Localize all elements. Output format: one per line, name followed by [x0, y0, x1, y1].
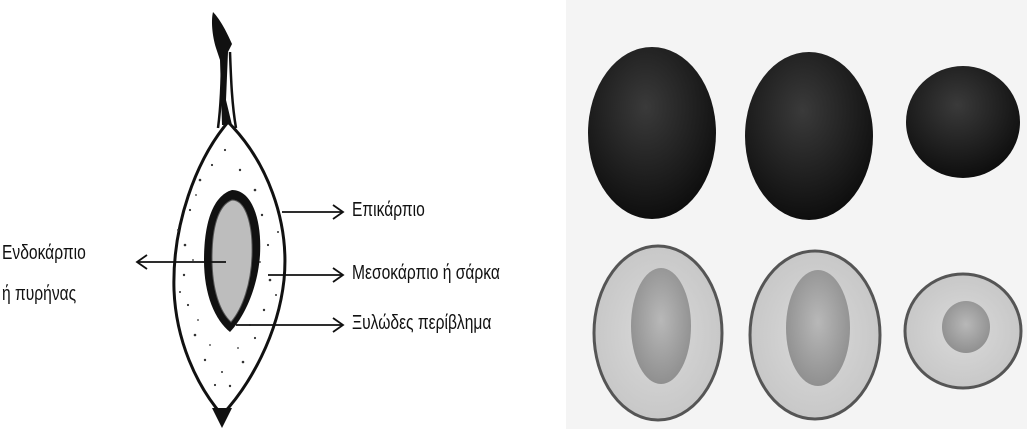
whole-olive-2	[745, 52, 873, 220]
pit-3	[942, 301, 990, 353]
pit-1	[631, 268, 691, 384]
whole-olive-3	[906, 66, 1020, 178]
olive-photo-drawing	[566, 0, 1027, 429]
label-mesocarp: Μεσοκάρπιο ή σάρκα	[352, 262, 500, 285]
label-woody-shell: Ξυλώδες περίβλημα	[352, 312, 491, 335]
fruit-tip	[212, 408, 232, 428]
pit-2	[786, 270, 850, 386]
olive-cross-section-diagram	[0, 0, 566, 429]
label-endocarp-line2: ή πυρήνας	[2, 283, 76, 306]
label-epicarp: Επικάρπιο	[352, 199, 425, 222]
label-endocarp-line1: Ενδοκάρπιο	[2, 242, 86, 265]
olive-photo	[566, 0, 1027, 429]
whole-olive-1	[588, 47, 716, 219]
